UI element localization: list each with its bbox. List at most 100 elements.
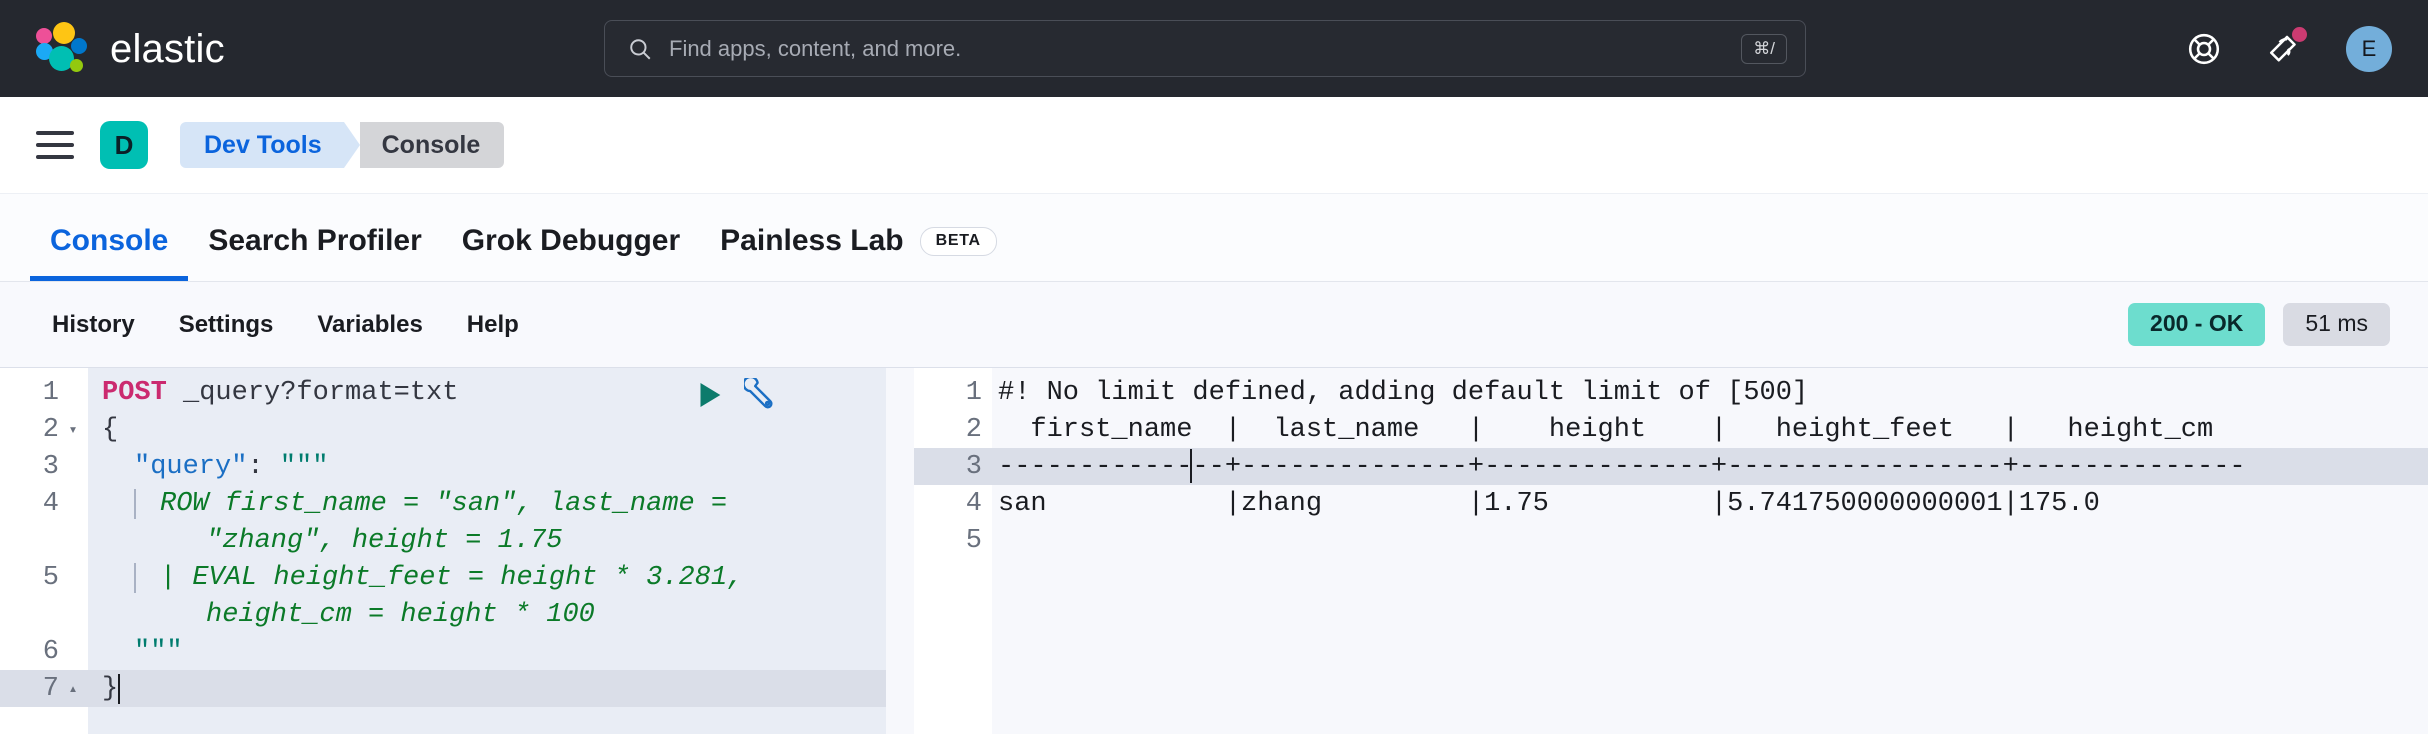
global-search[interactable]: Find apps, content, and more. ⌘/ xyxy=(604,20,1806,77)
search-shortcut-badge: ⌘/ xyxy=(1741,33,1787,64)
fold-arrow-up-icon[interactable]: ▴ xyxy=(68,681,78,698)
code-line-2: { xyxy=(88,411,886,448)
play-send-request-icon[interactable] xyxy=(692,378,726,412)
top-navigation-bar: elastic Find apps, content, and more. ⌘/ xyxy=(0,0,2428,97)
response-output-panel[interactable]: 1 2 3 4 5 #! No limit defined, adding de… xyxy=(914,367,2428,734)
response-line-table-divider-active: --------------+--------------+----------… xyxy=(992,448,2428,485)
fold-arrow-down-icon[interactable]: ▾ xyxy=(68,422,78,439)
megaphone-announcements-icon[interactable] xyxy=(2266,26,2307,67)
tab-search-profiler[interactable]: Search Profiler xyxy=(188,226,441,281)
response-code-content[interactable]: #! No limit defined, adding default limi… xyxy=(992,368,2428,734)
code-line-4: ROW first_name = "san", last_name = xyxy=(88,485,886,522)
user-avatar[interactable]: E xyxy=(2346,25,2392,72)
editor-gutter-line: 5 xyxy=(0,559,88,596)
json-key: "query" xyxy=(134,451,248,482)
breadcrumb-item-dev-tools[interactable]: Dev Tools xyxy=(180,122,360,168)
tab-console-label: Console xyxy=(50,224,169,257)
open-brace: { xyxy=(102,414,119,445)
submenu-item-history[interactable]: History xyxy=(52,310,135,338)
line-number: 6 xyxy=(42,636,59,667)
editor-gutter-line: 2 ▾ xyxy=(0,411,88,448)
response-gutter-line: 1 xyxy=(965,377,982,408)
wrench-tools-icon[interactable] xyxy=(744,378,778,412)
nav-actions: E xyxy=(2186,25,2392,72)
code-line-5: | EVAL height_feet = height * 3.281, xyxy=(88,559,886,596)
brand-logo[interactable]: elastic xyxy=(36,21,225,76)
code-line-5-wrap: height_cm = height * 100 xyxy=(88,596,886,633)
colon: : xyxy=(247,451,280,482)
line-number: 2 xyxy=(42,414,59,445)
esql-query-text: "zhang", height = 1.75 xyxy=(206,525,563,556)
response-line-empty xyxy=(992,522,2428,559)
code-line-1: POST _query?format=txt xyxy=(88,374,886,411)
tab-console[interactable]: Console xyxy=(30,224,189,281)
editor-actions xyxy=(692,378,778,412)
tab-painless-lab-label: Painless Lab xyxy=(720,224,904,257)
esql-query-text: | EVAL height_feet = height * 3.281, xyxy=(160,562,744,593)
search-input[interactable]: Find apps, content, and more. xyxy=(669,35,962,61)
table-divider-text: --------------+--------------+----------… xyxy=(998,451,2246,482)
indent-guide xyxy=(134,488,136,519)
breadcrumb-item-console[interactable]: Console xyxy=(359,122,505,168)
app-badge-dev-tools[interactable]: D xyxy=(100,121,148,169)
submenu-item-help[interactable]: Help xyxy=(466,310,519,338)
response-line-table-row: san |zhang |1.75 |5.741750000000001|175.… xyxy=(998,488,2100,519)
response-gutter-line: 5 xyxy=(965,525,982,556)
submenu-item-variables[interactable]: Variables xyxy=(317,310,423,338)
bottom-filler xyxy=(0,734,2428,746)
line-number: 7 xyxy=(42,673,59,704)
response-line-warning: #! No limit defined, adding default limi… xyxy=(998,377,1809,408)
response-status-group: 200 - OK 51 ms xyxy=(2128,303,2398,346)
tab-grok-debugger-label: Grok Debugger xyxy=(461,224,681,257)
beta-badge: BETA xyxy=(919,226,997,256)
code-line-4-wrap: "zhang", height = 1.75 xyxy=(88,522,886,559)
line-number: 3 xyxy=(42,451,59,482)
breadcrumb: Dev Tools Console xyxy=(180,122,505,168)
code-line-6: """ xyxy=(88,633,886,670)
esql-query-text: height_cm = height * 100 xyxy=(206,599,595,630)
line-number: 4 xyxy=(42,488,59,519)
submenu-item-settings[interactable]: Settings xyxy=(178,310,274,338)
line-number: 5 xyxy=(42,562,59,593)
request-path: _query?format=txt xyxy=(183,377,459,408)
notification-dot xyxy=(2292,26,2307,42)
console-work-area: 1 2 ▾ 3 4 5 xyxy=(0,367,2428,734)
triple-quote-open: """ xyxy=(279,451,329,482)
panel-divider[interactable] xyxy=(886,367,914,734)
tab-search-profiler-label: Search Profiler xyxy=(208,224,422,257)
request-code-content[interactable]: POST _query?format=txt { "query": """ RO… xyxy=(88,368,886,734)
request-editor-panel[interactable]: 1 2 ▾ 3 4 5 xyxy=(0,367,886,734)
response-gutter-line: 2 xyxy=(965,414,982,445)
response-time-badge: 51 ms xyxy=(2283,303,2390,346)
tab-painless-lab[interactable]: Painless Lab BETA xyxy=(700,226,1017,281)
text-cursor xyxy=(118,673,121,704)
search-icon xyxy=(630,38,651,59)
esql-query-text: ROW first_name = "san", last_name = xyxy=(160,488,728,519)
editor-line-number-gutter: 1 2 ▾ 3 4 5 xyxy=(0,368,88,734)
editor-gutter-line: 1 xyxy=(0,374,88,411)
code-line-3: "query": """ xyxy=(88,448,886,485)
response-gutter-line-active: 3 xyxy=(914,448,992,485)
editor-gutter-line-active: 7 ▴ xyxy=(0,670,88,707)
elastic-logo-icon xyxy=(36,21,90,76)
editor-gutter-line: 6 xyxy=(0,633,88,670)
response-line-number-gutter: 1 2 3 4 5 xyxy=(914,368,992,734)
console-submenu: History Settings Variables Help 200 - OK… xyxy=(0,282,2428,367)
close-brace: } xyxy=(102,673,119,704)
status-badge: 200 - OK xyxy=(2128,303,2266,346)
lifebuoy-help-icon[interactable] xyxy=(2186,31,2222,67)
http-method: POST xyxy=(102,377,167,408)
response-line-table-header: first_name | last_name | height | height… xyxy=(998,414,2214,445)
indent-guide xyxy=(134,562,136,593)
code-line-7-active: } xyxy=(88,670,886,707)
text-cursor xyxy=(1190,449,1192,483)
triple-quote-close: """ xyxy=(134,636,183,667)
editor-gutter-line: 3 xyxy=(0,448,88,485)
line-number: 1 xyxy=(42,377,59,408)
tab-grok-debugger[interactable]: Grok Debugger xyxy=(442,226,700,281)
brand-name: elastic xyxy=(110,26,225,71)
primary-tabs: Console Search Profiler Grok Debugger Pa… xyxy=(0,194,2428,282)
response-gutter-line: 4 xyxy=(965,488,982,519)
breadcrumb-bar: D Dev Tools Console xyxy=(0,97,2428,194)
hamburger-menu-icon[interactable] xyxy=(36,131,74,159)
